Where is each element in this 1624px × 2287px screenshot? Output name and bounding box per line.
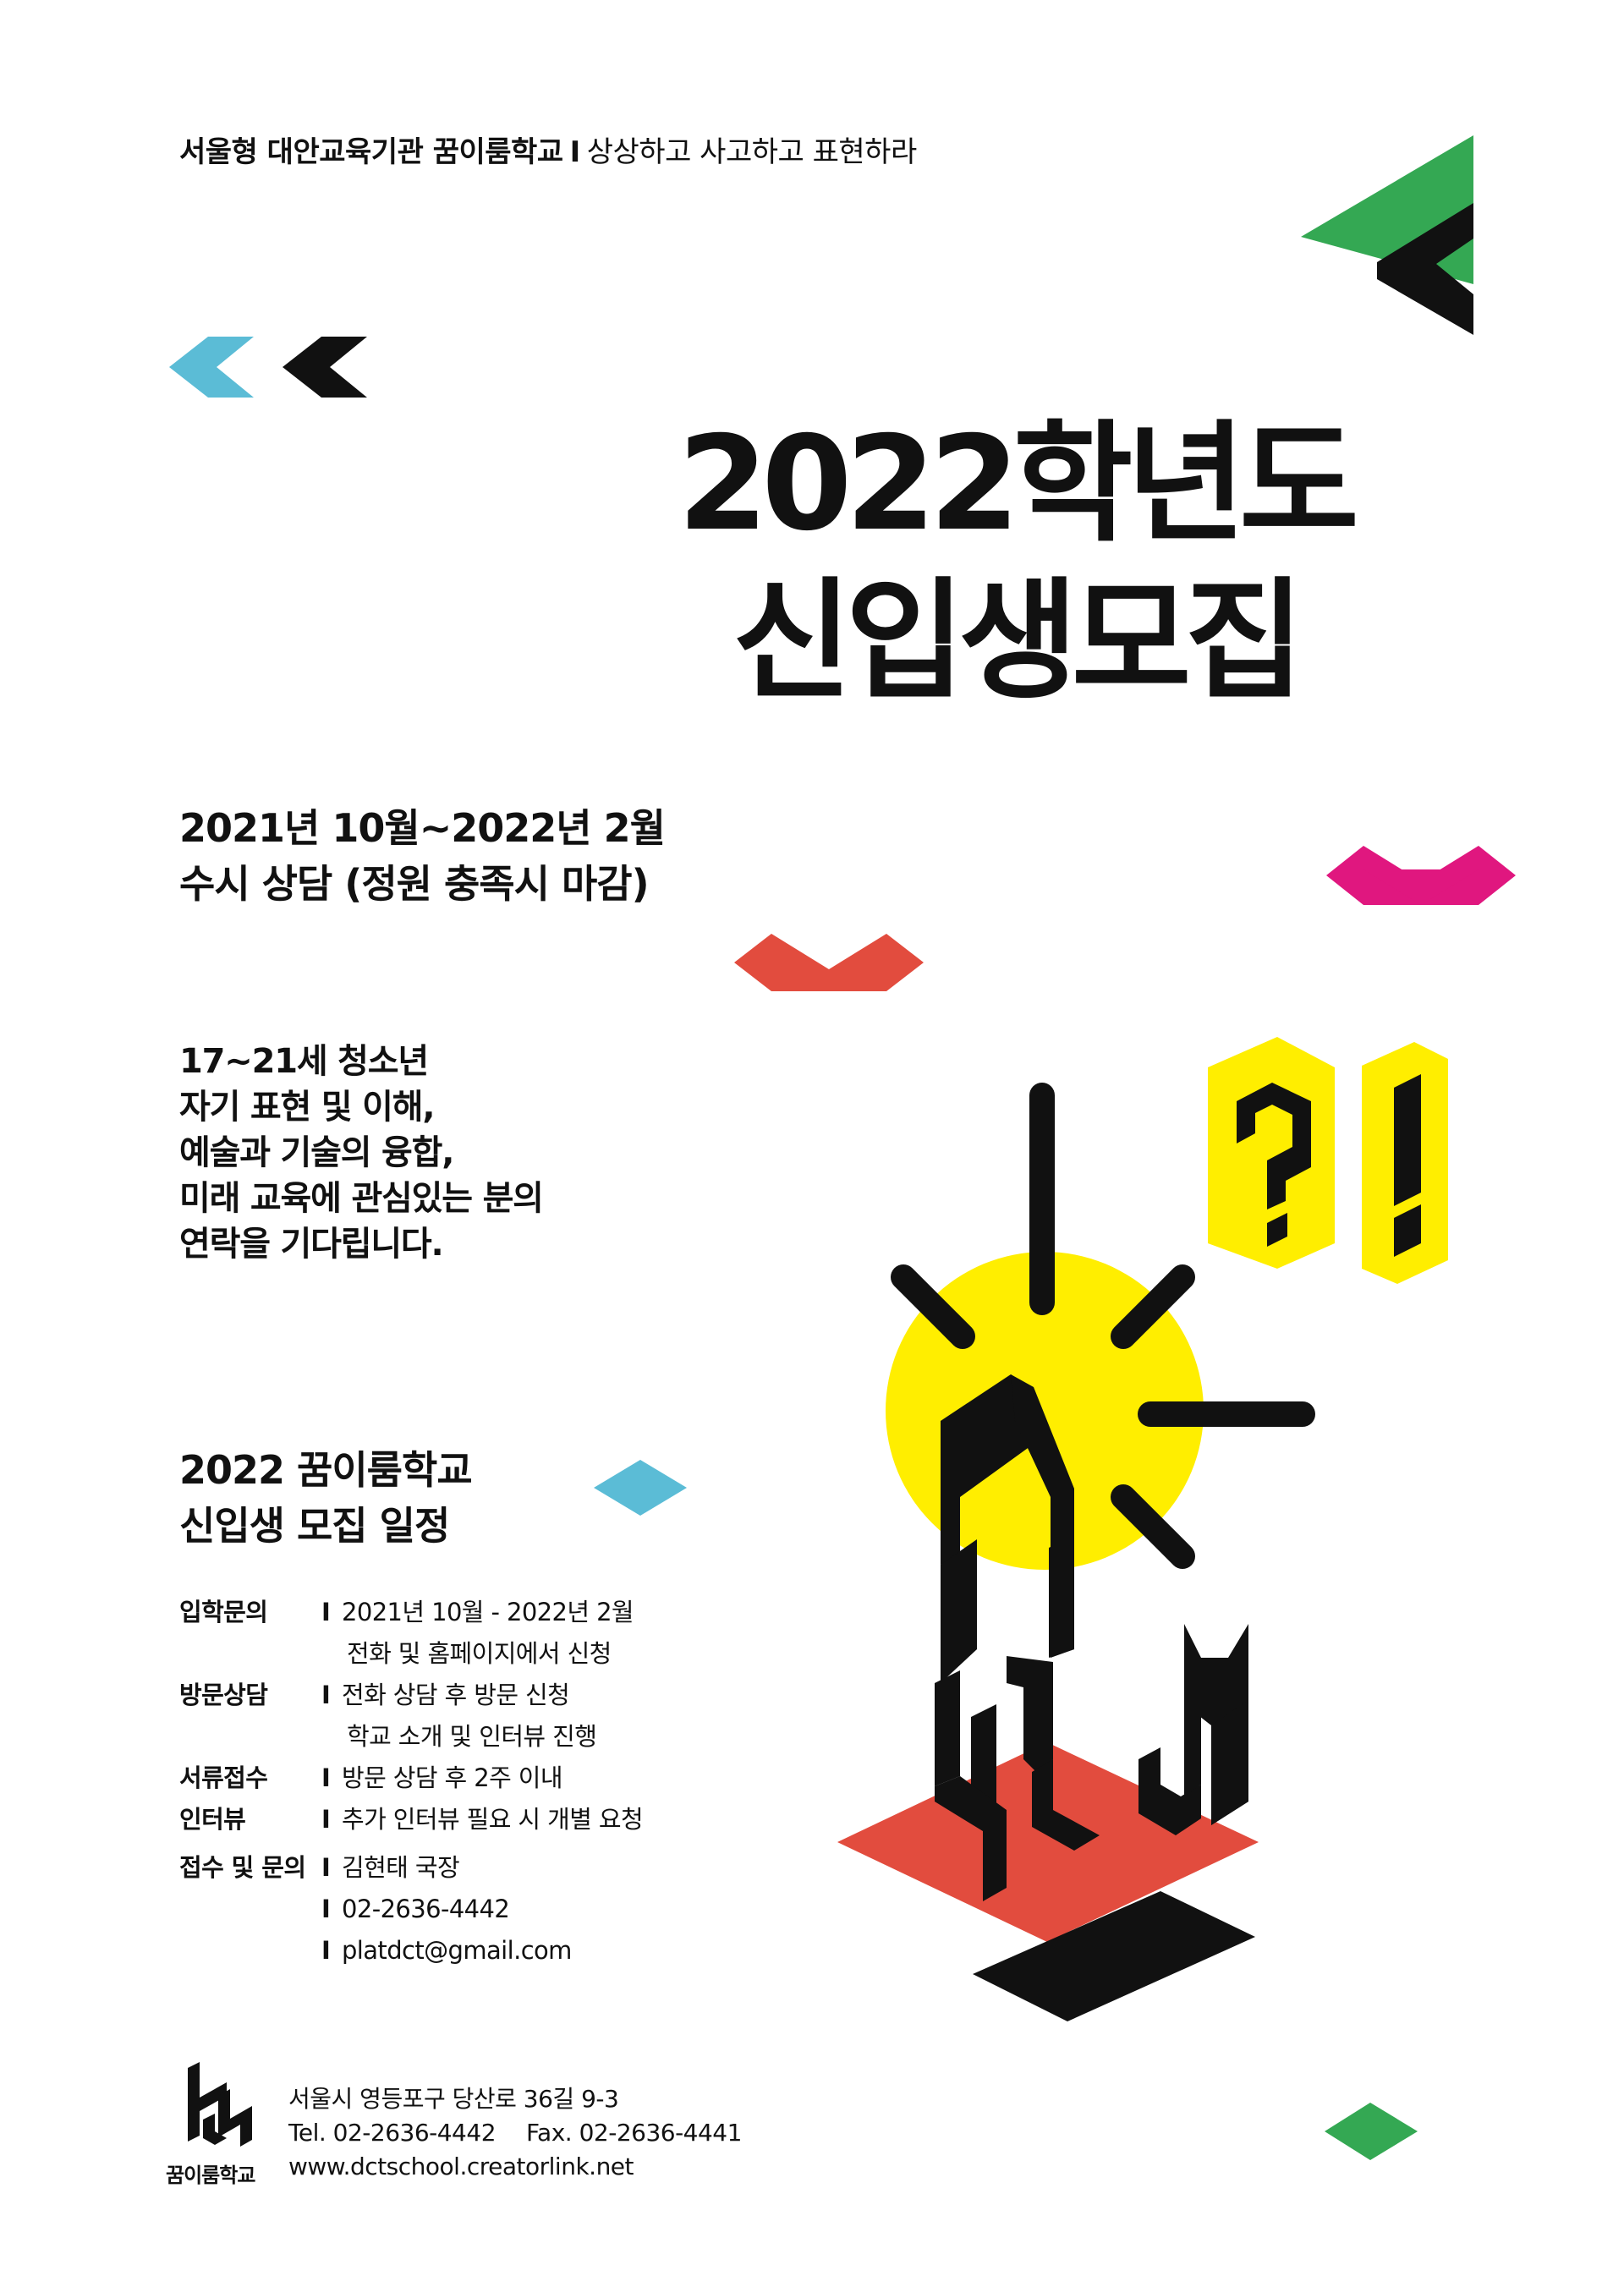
footer-fax: Fax. 02-2636-4441 — [526, 2119, 742, 2147]
schedule-label: 인터뷰 — [179, 1805, 246, 1834]
question-exclamation-sign-icon — [1208, 1037, 1448, 1284]
contact-phone[interactable]: 02-2636-4442 — [342, 1895, 510, 1923]
logo-caption: 꿈이룸학교 — [166, 2164, 255, 2187]
coral-zigzag-shape — [734, 934, 924, 991]
schedule-label: 서류접수 — [179, 1763, 268, 1792]
footer-info: 서울시 영등포구 당산로 36길 9-3 Tel. 02-2636-4442 Fa… — [288, 2082, 742, 2184]
schedule-separator: I — [321, 1805, 331, 1834]
schedule-separator: I — [321, 1598, 331, 1626]
target-line: 연락을 기다립니다. — [179, 1225, 444, 1264]
target-line: 미래 교육에 관심있는 분의 — [179, 1179, 544, 1218]
period-dates: 2021년 10월~2022년 2월 — [179, 805, 666, 851]
schedule-value: 전화 및 홈페이지에서 신청 — [347, 1639, 612, 1668]
target-line: 예술과 기술의 융합, — [179, 1133, 454, 1172]
schedule-title-line: 신입생 모집 일정 — [179, 1503, 450, 1549]
contact-email[interactable]: platdct@gmail.com — [342, 1936, 572, 1965]
schedule-value: 추가 인터뷰 필요 시 개별 요청 — [342, 1805, 644, 1834]
black-arrow-shape — [283, 337, 367, 398]
target-description: 17~21세 청소년 자기 표현 및 이해, 예술과 기술의 융합, 미래 교육… — [179, 1039, 544, 1267]
footer-website-link[interactable]: www.dctschool.creatorlink.net — [288, 2153, 634, 2180]
green-flag-shape — [1301, 135, 1473, 335]
target-line: 자기 표현 및 이해, — [179, 1088, 436, 1127]
black-shadow-shape — [973, 1891, 1255, 2021]
cat-figure-icon — [1138, 1624, 1248, 1835]
header-org-name: 서울형 대안교육기관 꿈이룸학교 — [179, 135, 563, 169]
schedule-value: 학교 소개 및 인터뷰 진행 — [347, 1722, 597, 1751]
schedule-separator: I — [321, 1681, 331, 1709]
footer-phone-fax: Tel. 02-2636-4442 Fax. 02-2636-4441 — [288, 2116, 742, 2150]
cyan-arrow-shape — [169, 337, 254, 398]
schedule-value: 2021년 10월 - 2022년 2월 — [342, 1598, 634, 1626]
schedule-label: 입학문의 — [179, 1598, 268, 1626]
headline-year: 2022학년도 — [678, 409, 1359, 560]
period-note: 수시 상담 (정원 충족시 마감) — [179, 861, 650, 907]
person-with-cat-illustration — [837, 1037, 1448, 2021]
schedule-value: 방문 상담 후 2주 이내 — [342, 1763, 563, 1792]
main-headline: 2022학년도 신입생모집 — [592, 406, 1438, 721]
contact-label: 접수 및 문의 — [179, 1853, 306, 1882]
person-figure-icon — [935, 1374, 1100, 1901]
schedule-title: 2022 꿈이룸학교 신입생 모집 일정 — [179, 1442, 473, 1554]
target-line: 17~21세 청소년 — [179, 1042, 429, 1081]
magenta-zigzag-shape — [1326, 846, 1516, 905]
header-slogan: 상상하고 사고하고 표현하라 — [586, 135, 917, 169]
headline-title: 신입생모집 — [732, 566, 1304, 717]
contact-name: 김현태 국장 — [342, 1853, 460, 1882]
schedule-separator: I — [321, 1895, 331, 1923]
schedule-separator: I — [321, 1936, 331, 1965]
footer-address: 서울시 영등포구 당산로 36길 9-3 — [288, 2085, 619, 2113]
green-diamond-shape — [1325, 2103, 1418, 2160]
schedule-label: 방문상담 — [179, 1681, 268, 1709]
schedule-value: 전화 상담 후 방문 신청 — [342, 1681, 570, 1709]
schedule-separator: I — [321, 1763, 331, 1792]
recruitment-period: 2021년 10월~2022년 2월 수시 상담 (정원 충족시 마감) — [179, 800, 666, 912]
dct-school-logo-icon — [188, 2062, 252, 2147]
footer-tel[interactable]: Tel. 02-2636-4442 — [288, 2119, 497, 2147]
schedule-separator: I — [321, 1853, 331, 1882]
cyan-diamond-shape — [594, 1460, 687, 1516]
schedule-title-line: 2022 꿈이룸학교 — [179, 1447, 473, 1493]
header-separator: I — [569, 135, 581, 169]
